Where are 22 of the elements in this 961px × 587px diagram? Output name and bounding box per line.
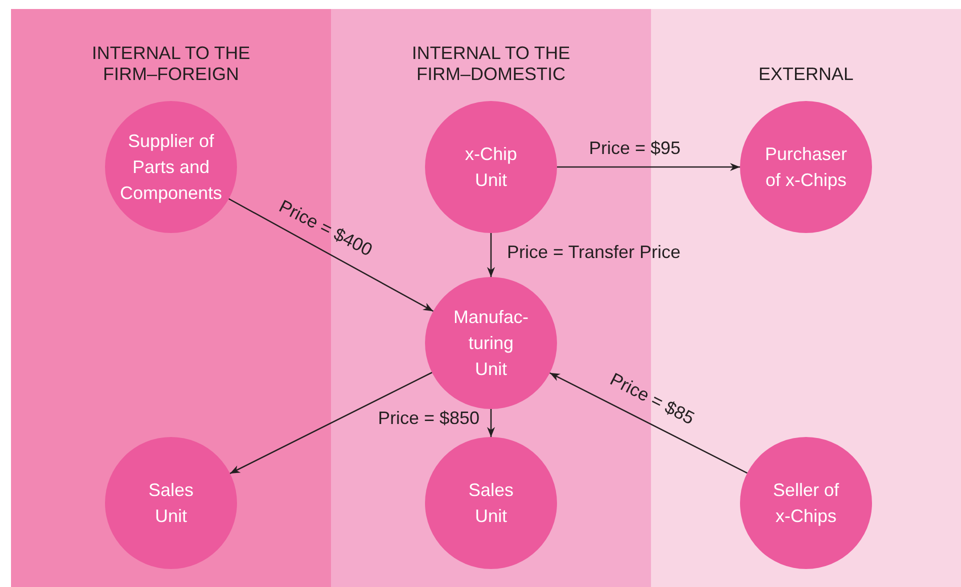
unit-circle: Supplier of Parts and Components [105, 101, 237, 233]
column-heading: INTERNAL TO THE FIRM–DOMESTIC [410, 43, 572, 85]
arrow [487, 233, 495, 277]
edge-label: Price = $400 [275, 196, 376, 261]
unit-circle: Purchaser of x-Chips [740, 101, 872, 233]
arrow [550, 372, 748, 474]
arrow [487, 409, 495, 437]
arrow [557, 163, 740, 171]
column-band [11, 9, 331, 587]
unit-circle: Sales Unit [425, 437, 557, 569]
edge-label: Price = $85 [606, 369, 698, 430]
unit-circle: Seller of x-Chips [740, 437, 872, 569]
arrow [228, 198, 434, 312]
column-heading: EXTERNAL [757, 64, 855, 85]
unit-circle: Manufac- turing Unit [425, 277, 557, 409]
unit-circle: x-Chip Unit [425, 101, 557, 233]
column-heading: INTERNAL TO THE FIRM–FOREIGN [90, 43, 252, 85]
edge-label: Price = $850 [378, 408, 480, 429]
edge-label: Price = Transfer Price [507, 242, 681, 263]
unit-circle: Sales Unit [105, 437, 237, 569]
arrow [230, 372, 432, 474]
edge-label: Price = $95 [589, 138, 681, 159]
